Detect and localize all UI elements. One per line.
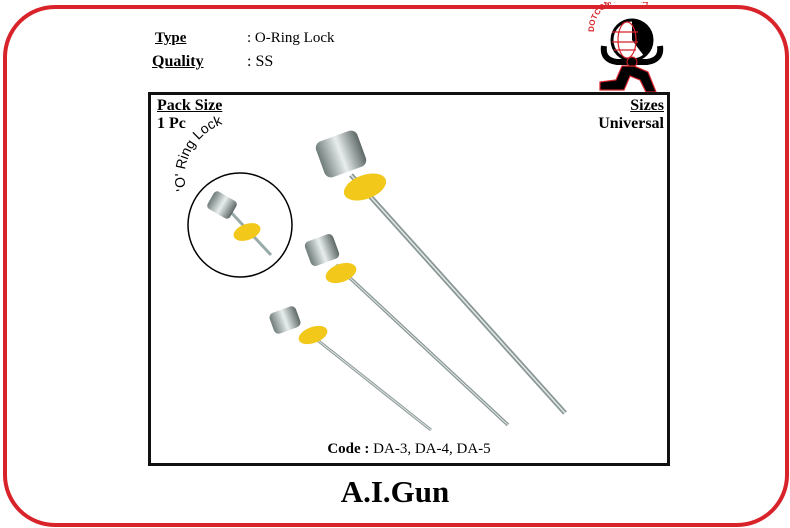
pack-size: Pack Size 1 Pc (157, 97, 222, 133)
product-title: A.I.Gun (340, 474, 450, 509)
dotcom-pharma-logo: DOTCOM PHARMA (587, 2, 664, 93)
sizes: Sizes Universal (598, 97, 664, 133)
code-value: DA-3, DA-4, DA-5 (373, 441, 491, 457)
pack-size-value: 1 Pc (157, 115, 186, 132)
needle-medium (304, 234, 510, 427)
quality-label: Quality (152, 53, 204, 70)
quality-row: Quality : SS (152, 53, 273, 71)
page-frame (3, 5, 789, 527)
quality-value: : SS (247, 53, 274, 70)
sizes-label: Sizes (630, 97, 664, 114)
code-label: Code : (327, 441, 370, 457)
type-row: Type : O-Ring Lock (155, 30, 335, 47)
inset-needle-head (207, 191, 273, 257)
needle-illustration: 'O' Ring Lock (171, 112, 567, 432)
inset-circle (187, 172, 293, 278)
type-label: Type (155, 30, 187, 46)
needle-large (315, 130, 567, 415)
type-value: : O-Ring Lock (247, 30, 335, 46)
sizes-value: Universal (598, 115, 664, 132)
needle-small (269, 306, 432, 432)
product-box: 'O' Ring Lock Pack Size 1 Pc (148, 92, 670, 466)
pack-size-label: Pack Size (157, 97, 223, 114)
product-code: Code : DA-3, DA-4, DA-5 (151, 441, 667, 458)
